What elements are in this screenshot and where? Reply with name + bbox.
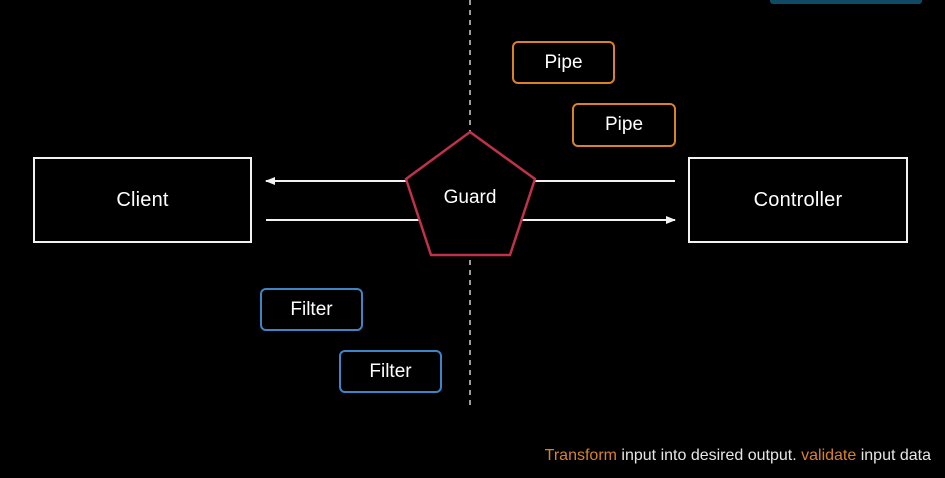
- caption: Transform input into desired output. val…: [545, 447, 931, 465]
- filter-box-1: Filter: [260, 288, 363, 331]
- caption-text-1: input into desired output.: [616, 447, 802, 464]
- pipe-box-2: Pipe: [572, 103, 676, 147]
- caption-highlight-validate: validate: [801, 447, 857, 464]
- pipe-box-1: Pipe: [512, 41, 615, 84]
- caption-highlight-transform: Transform: [544, 447, 617, 464]
- caption-text-2: input data: [856, 447, 931, 464]
- filter-box-2: Filter: [339, 350, 442, 393]
- top-right-tab: [770, 0, 922, 4]
- guard-label: Guard: [443, 187, 497, 208]
- controller-box: Controller: [688, 157, 908, 243]
- guard-pentagon: [404, 130, 537, 257]
- client-box: Client: [33, 157, 252, 243]
